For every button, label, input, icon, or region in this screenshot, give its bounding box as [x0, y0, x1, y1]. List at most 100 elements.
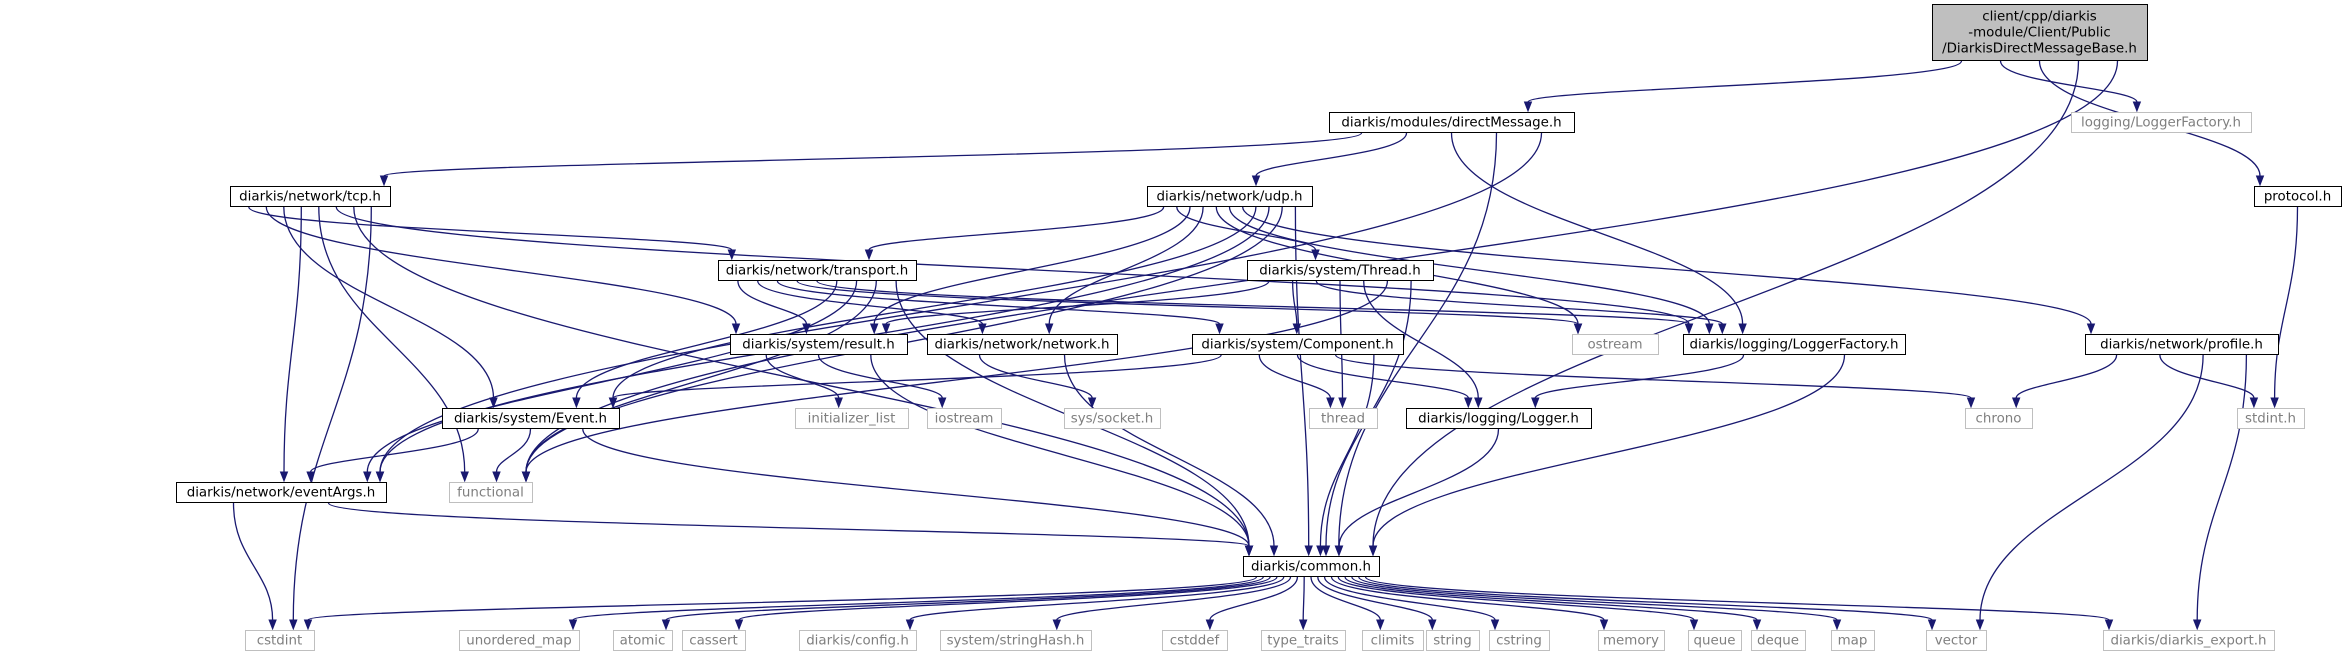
edge-arrowhead [1523, 101, 1533, 113]
edge-line [1363, 280, 1479, 399]
node-root[interactable]: client/cpp/diarkis-module/Client/Public/… [1932, 4, 2148, 61]
node-dloggerfactory[interactable]: diarkis/logging/LoggerFactory.h [1683, 334, 1906, 355]
node-deque: deque [1751, 630, 1806, 651]
edge-common-to-config [905, 576, 1285, 631]
node-logger[interactable]: diarkis/logging/Logger.h [1406, 408, 1592, 429]
edge-line [575, 280, 838, 399]
node-box [442, 408, 620, 429]
node-component[interactable]: diarkis/system/Component.h [1192, 334, 1404, 355]
edge-line [1344, 576, 1758, 621]
edge-arrowhead [289, 619, 298, 631]
edge-arrowhead [731, 323, 741, 335]
node-box [730, 334, 908, 355]
edge-thread-to-logger [1363, 280, 1483, 409]
node-label: type_traits [1267, 634, 1339, 649]
edge-arrowhead [379, 175, 389, 187]
edge-arrowhead [608, 397, 618, 409]
node-udp[interactable]: diarkis/network/udp.h [1147, 186, 1313, 207]
node-label: diarkis/system/result.h [742, 338, 894, 353]
edge-arrowhead [2192, 619, 2202, 631]
edge-arrowhead [834, 397, 843, 409]
node-label: diarkis/modules/directMessage.h [1341, 116, 1561, 131]
node-tcp[interactable]: diarkis/network/tcp.h [230, 186, 391, 207]
edge-line [1338, 428, 1500, 547]
node-box [459, 630, 580, 651]
node-label: diarkis/common.h [1251, 560, 1371, 575]
node-protocol[interactable]: protocol.h [2254, 186, 2342, 207]
edge-tcp-to-event [283, 206, 498, 409]
edge-arrowhead [363, 471, 372, 483]
edge-common-to-vector [1358, 576, 1937, 631]
edge-line [738, 576, 1278, 621]
node-network[interactable]: diarkis/network/network.h [927, 334, 1118, 355]
edge-line [1255, 132, 1408, 177]
node-label: thread [1321, 412, 1365, 427]
edge-udp-to-transport [864, 206, 1165, 261]
node-event[interactable]: diarkis/system/Event.h [442, 408, 620, 429]
node-box [2237, 408, 2305, 429]
edge-line [1319, 354, 1375, 547]
node-profile[interactable]: diarkis/network/profile.h [2085, 334, 2279, 355]
node-box [2085, 334, 2279, 355]
edge-arrowhead [1376, 619, 1385, 631]
node-box [1192, 334, 1404, 355]
edge-arrowhead [661, 619, 671, 631]
edge-arrowhead [1490, 619, 1500, 631]
edge-dloggerfactory-to-common [1368, 354, 1846, 557]
edge-arrowhead [489, 397, 498, 409]
edge-line [1527, 60, 1963, 103]
node-directmessage[interactable]: diarkis/modules/directMessage.h [1329, 112, 1575, 133]
node-label: cstring [1496, 634, 1542, 649]
edge-arrowhead [2011, 397, 2021, 409]
edge-line [232, 502, 274, 621]
node-label: client/cpp/diarkis [1982, 10, 2097, 25]
node-loggingloggerfactory: logging/LoggerFactory.h [2071, 112, 2252, 133]
node-box [1965, 408, 2033, 429]
edge-transport-to-component [776, 280, 1224, 335]
edge-line [327, 502, 1250, 547]
node-box [1572, 334, 1659, 355]
edge-arrowhead [375, 471, 385, 483]
node-label: string [1433, 634, 1471, 649]
node-eventargs[interactable]: diarkis/network/eventArgs.h [176, 482, 387, 503]
edge-arrowhead [1052, 619, 1062, 631]
node-box [682, 630, 746, 651]
edge-arrowhead [568, 619, 578, 631]
edge-common-to-cstring [1323, 576, 1500, 631]
edge-line [817, 354, 943, 399]
edge-line [978, 354, 1093, 399]
edge-directmessage-to-tcp [379, 132, 1363, 187]
node-box [1362, 630, 1424, 651]
node-common[interactable]: diarkis/common.h [1243, 556, 1380, 577]
node-transport[interactable]: diarkis/network/transport.h [718, 260, 917, 281]
node-label: diarkis/network/udp.h [1156, 190, 1302, 205]
edge-network-to-common [1063, 354, 1279, 557]
node-box [2254, 186, 2342, 207]
edge-arrowhead [2104, 619, 2114, 631]
node-label: cassert [689, 634, 738, 649]
edge-line [1534, 354, 1745, 399]
edge-line [1323, 576, 1496, 621]
node-config: diarkis/config.h [799, 630, 917, 651]
edge-line [1999, 60, 2138, 103]
node-label: ostream [1587, 338, 1642, 353]
edge-line [1450, 132, 1744, 325]
node-thread[interactable]: diarkis/system/Thread.h [1247, 260, 1434, 281]
node-label: cstdint [257, 634, 303, 649]
node-vector: vector [1926, 630, 1987, 651]
edge-line [612, 206, 1257, 399]
edge-line [1330, 576, 1605, 621]
edge-arrowhead [2270, 397, 2279, 409]
node-label: diarkis/config.h [806, 634, 909, 649]
edge-component-to-chrono [1335, 354, 1976, 409]
node-label: diarkis/diarkis_export.h [2110, 634, 2266, 649]
node-stdint: stdint.h [2237, 408, 2305, 429]
edge-arrowhead [905, 619, 915, 631]
edge-line [265, 206, 737, 325]
node-label: diarkis/system/Component.h [1201, 338, 1393, 353]
node-result[interactable]: diarkis/system/result.h [730, 334, 908, 355]
edge-common-to-map [1351, 576, 1842, 631]
edge-arrowhead [2249, 397, 2259, 409]
edge-arrowhead [1316, 545, 1325, 557]
